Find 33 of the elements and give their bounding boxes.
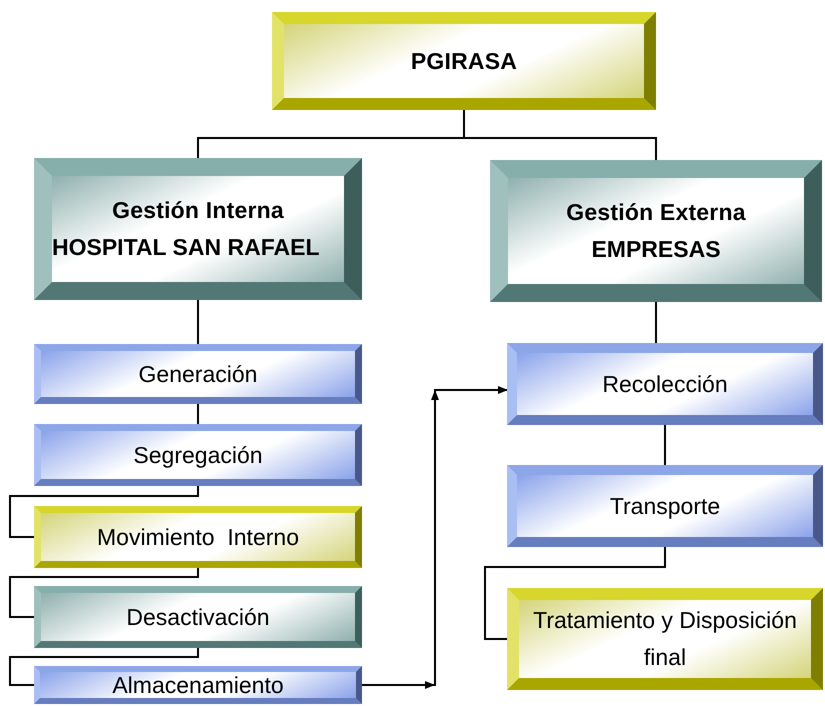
process-box bbox=[507, 465, 823, 547]
box-subheading: EMPRESAS bbox=[591, 235, 721, 264]
process-box bbox=[272, 12, 656, 110]
connector-line bbox=[655, 302, 657, 343]
box-label: Almacenamiento bbox=[112, 670, 284, 700]
box-label: Generación bbox=[138, 360, 258, 389]
connector-line bbox=[463, 110, 657, 160]
box-label: Recolección bbox=[602, 370, 728, 399]
connector-line bbox=[9, 486, 199, 538]
box-label: Desactivación bbox=[126, 602, 270, 632]
process-box bbox=[34, 666, 362, 704]
connector-line bbox=[9, 568, 199, 618]
process-box bbox=[34, 586, 362, 648]
connector-line bbox=[197, 404, 199, 424]
connector-line bbox=[484, 547, 666, 640]
connector-line bbox=[9, 648, 199, 686]
box-subheading: HOSPITAL SAN RAFAEL bbox=[52, 233, 320, 262]
box-heading: Gestión Interna bbox=[111, 196, 285, 226]
box-label: Tratamiento y Disposición final bbox=[532, 606, 798, 672]
process-box bbox=[490, 160, 822, 302]
box-heading: PGIRASA bbox=[410, 46, 518, 76]
process-box bbox=[34, 158, 362, 300]
box-label: Transporte bbox=[610, 492, 720, 521]
process-box bbox=[34, 424, 362, 486]
process-box bbox=[34, 344, 362, 404]
process-box bbox=[34, 506, 362, 568]
box-label: Segregación bbox=[133, 440, 263, 470]
connector-line bbox=[664, 425, 666, 465]
process-box bbox=[507, 588, 823, 690]
connector-line bbox=[197, 300, 199, 344]
box-heading: Gestión Externa bbox=[566, 198, 746, 228]
box-label: Movimiento Interno bbox=[97, 522, 299, 552]
process-box bbox=[507, 343, 823, 425]
